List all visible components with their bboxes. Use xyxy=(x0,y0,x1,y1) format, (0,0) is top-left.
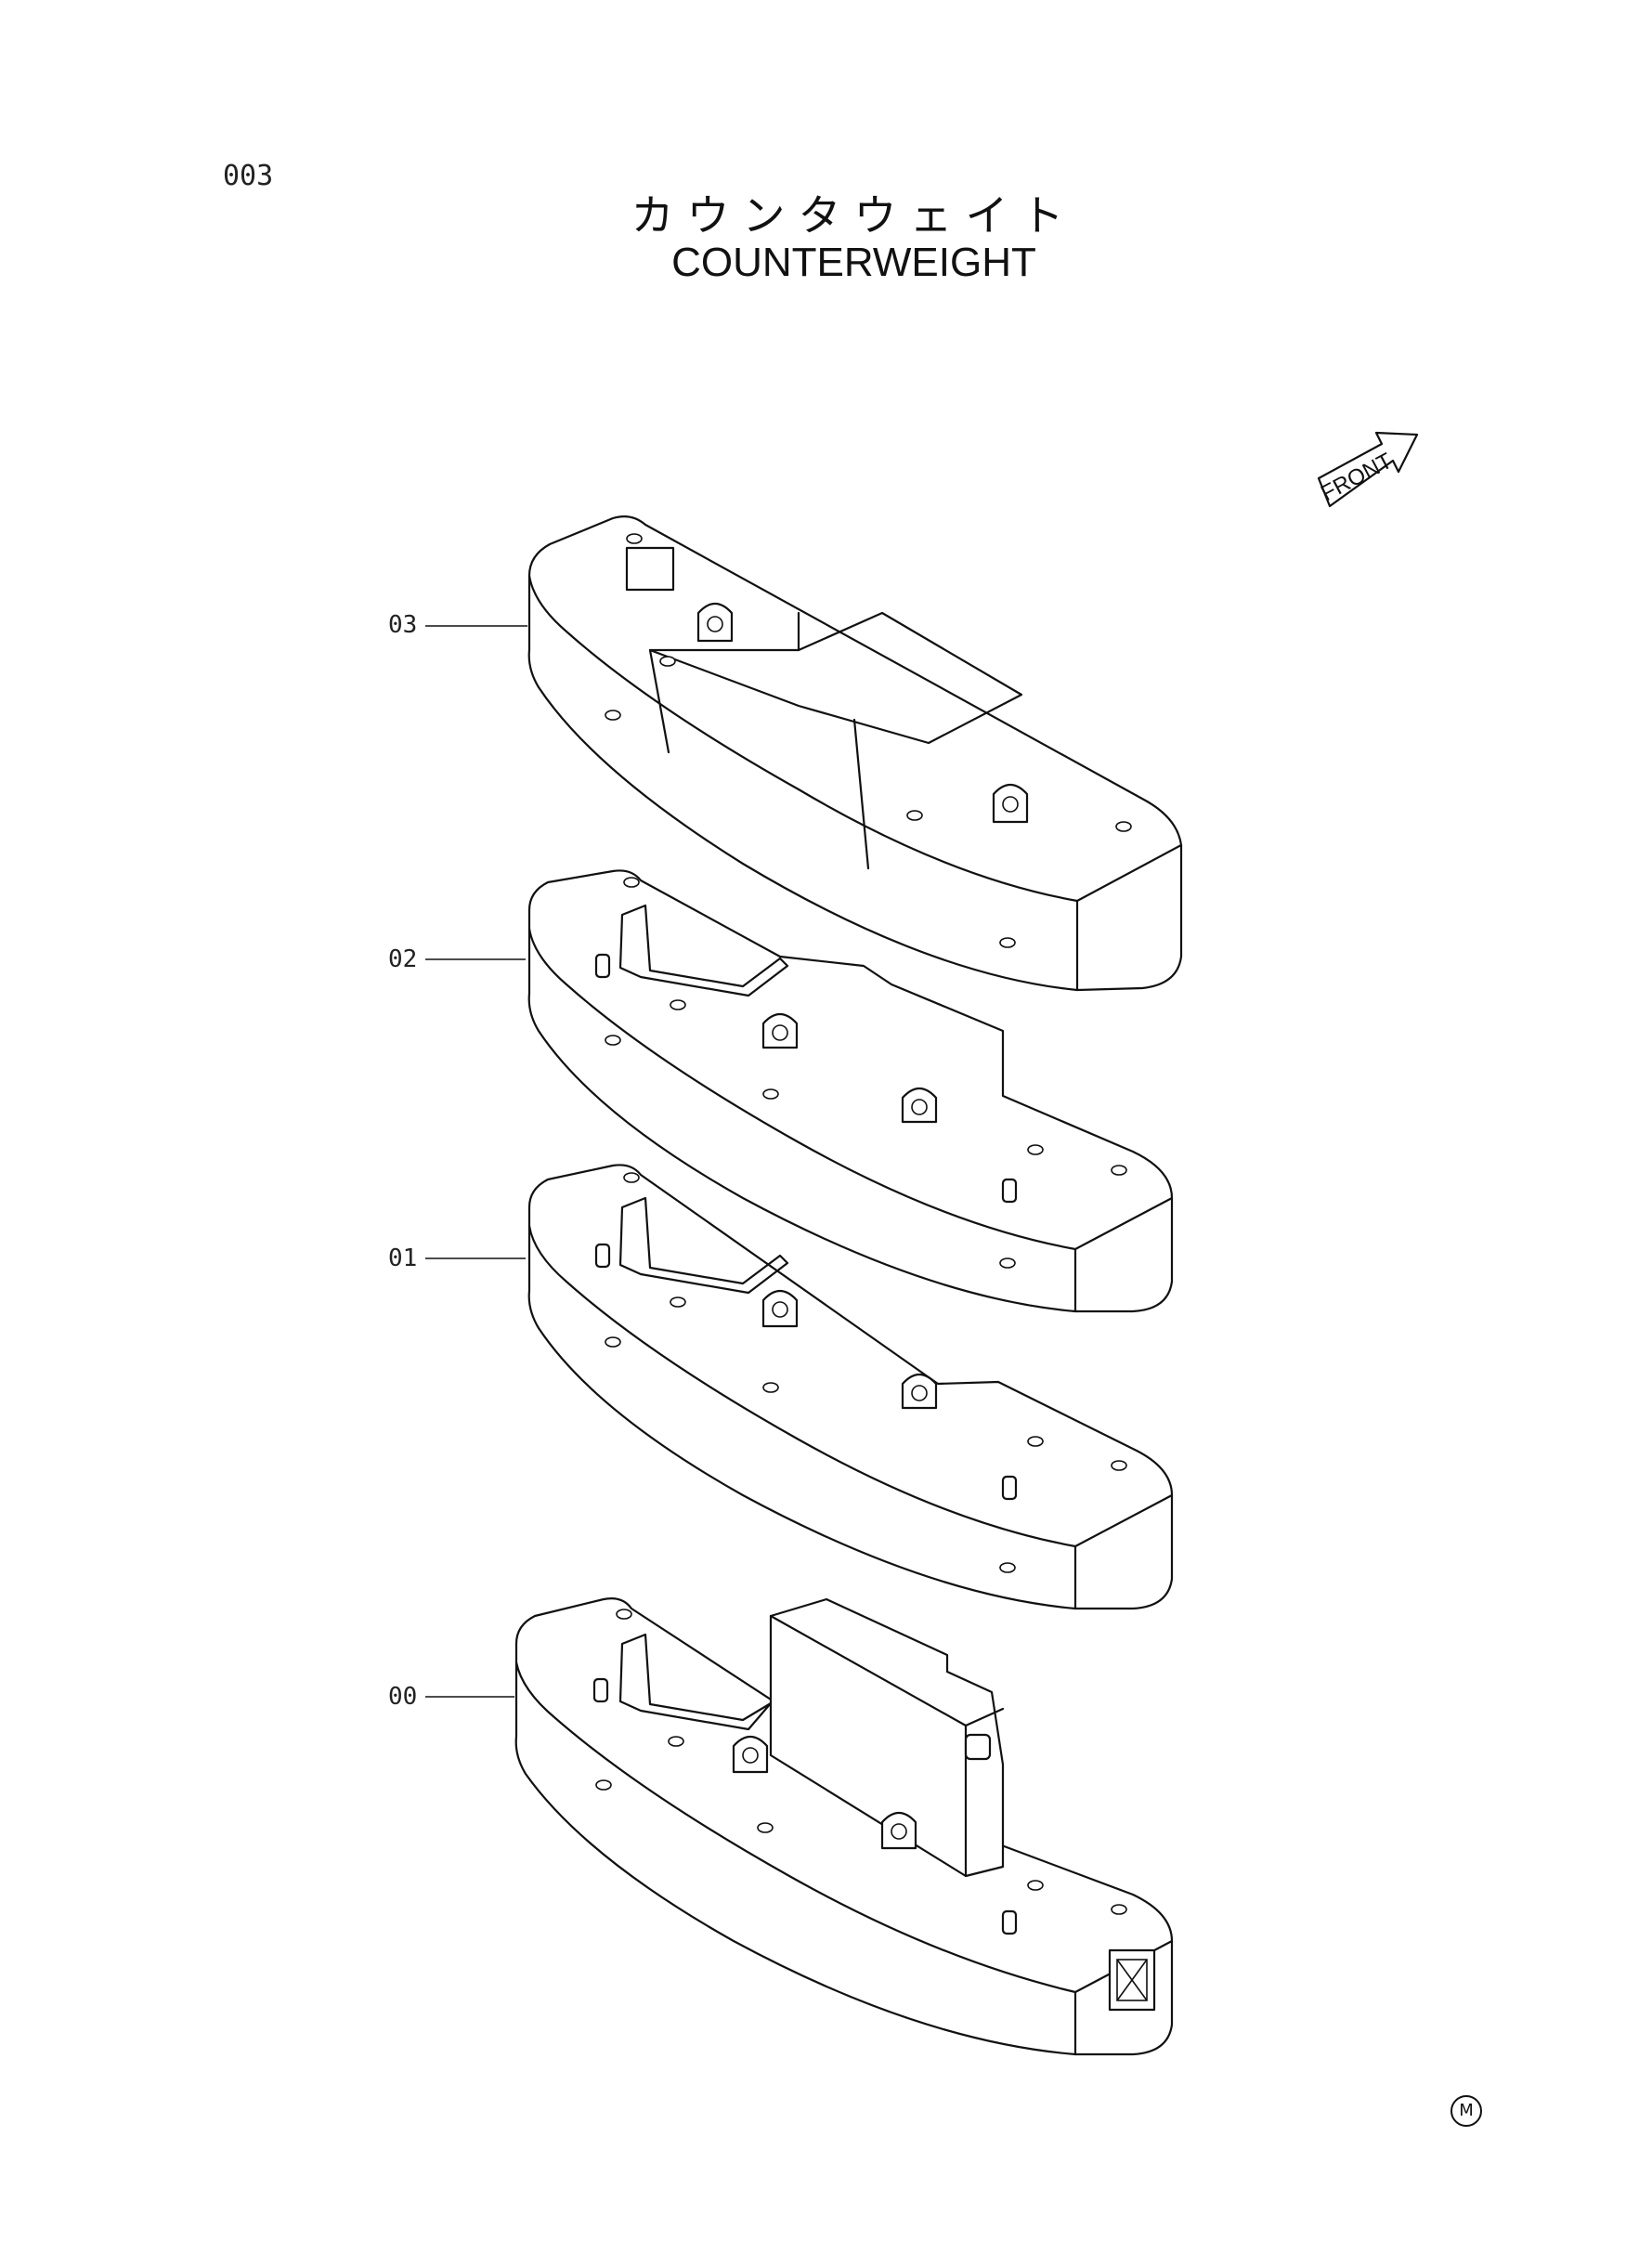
bracket-03 xyxy=(625,546,675,592)
counterweight-part-00 xyxy=(514,1597,1174,2056)
callout-02: 02 xyxy=(388,945,418,973)
counterweight-part-03 xyxy=(527,515,1183,992)
callout-01: 01 xyxy=(388,1244,418,1272)
title-japanese: カウンタウェイト xyxy=(631,190,1077,241)
counterweight-part-02 xyxy=(527,869,1174,1313)
callout-00: 00 xyxy=(388,1683,418,1711)
footer-mark: M xyxy=(1450,2095,1482,2127)
title-english: COUNTERWEIGHT xyxy=(671,240,1036,285)
front-arrow-icon: FRONT xyxy=(1317,431,1419,508)
attachment-box xyxy=(769,1597,1005,1878)
counterweight-part-01 xyxy=(527,1164,1174,1610)
page-number: 003 xyxy=(223,160,274,192)
callout-03: 03 xyxy=(388,611,418,639)
